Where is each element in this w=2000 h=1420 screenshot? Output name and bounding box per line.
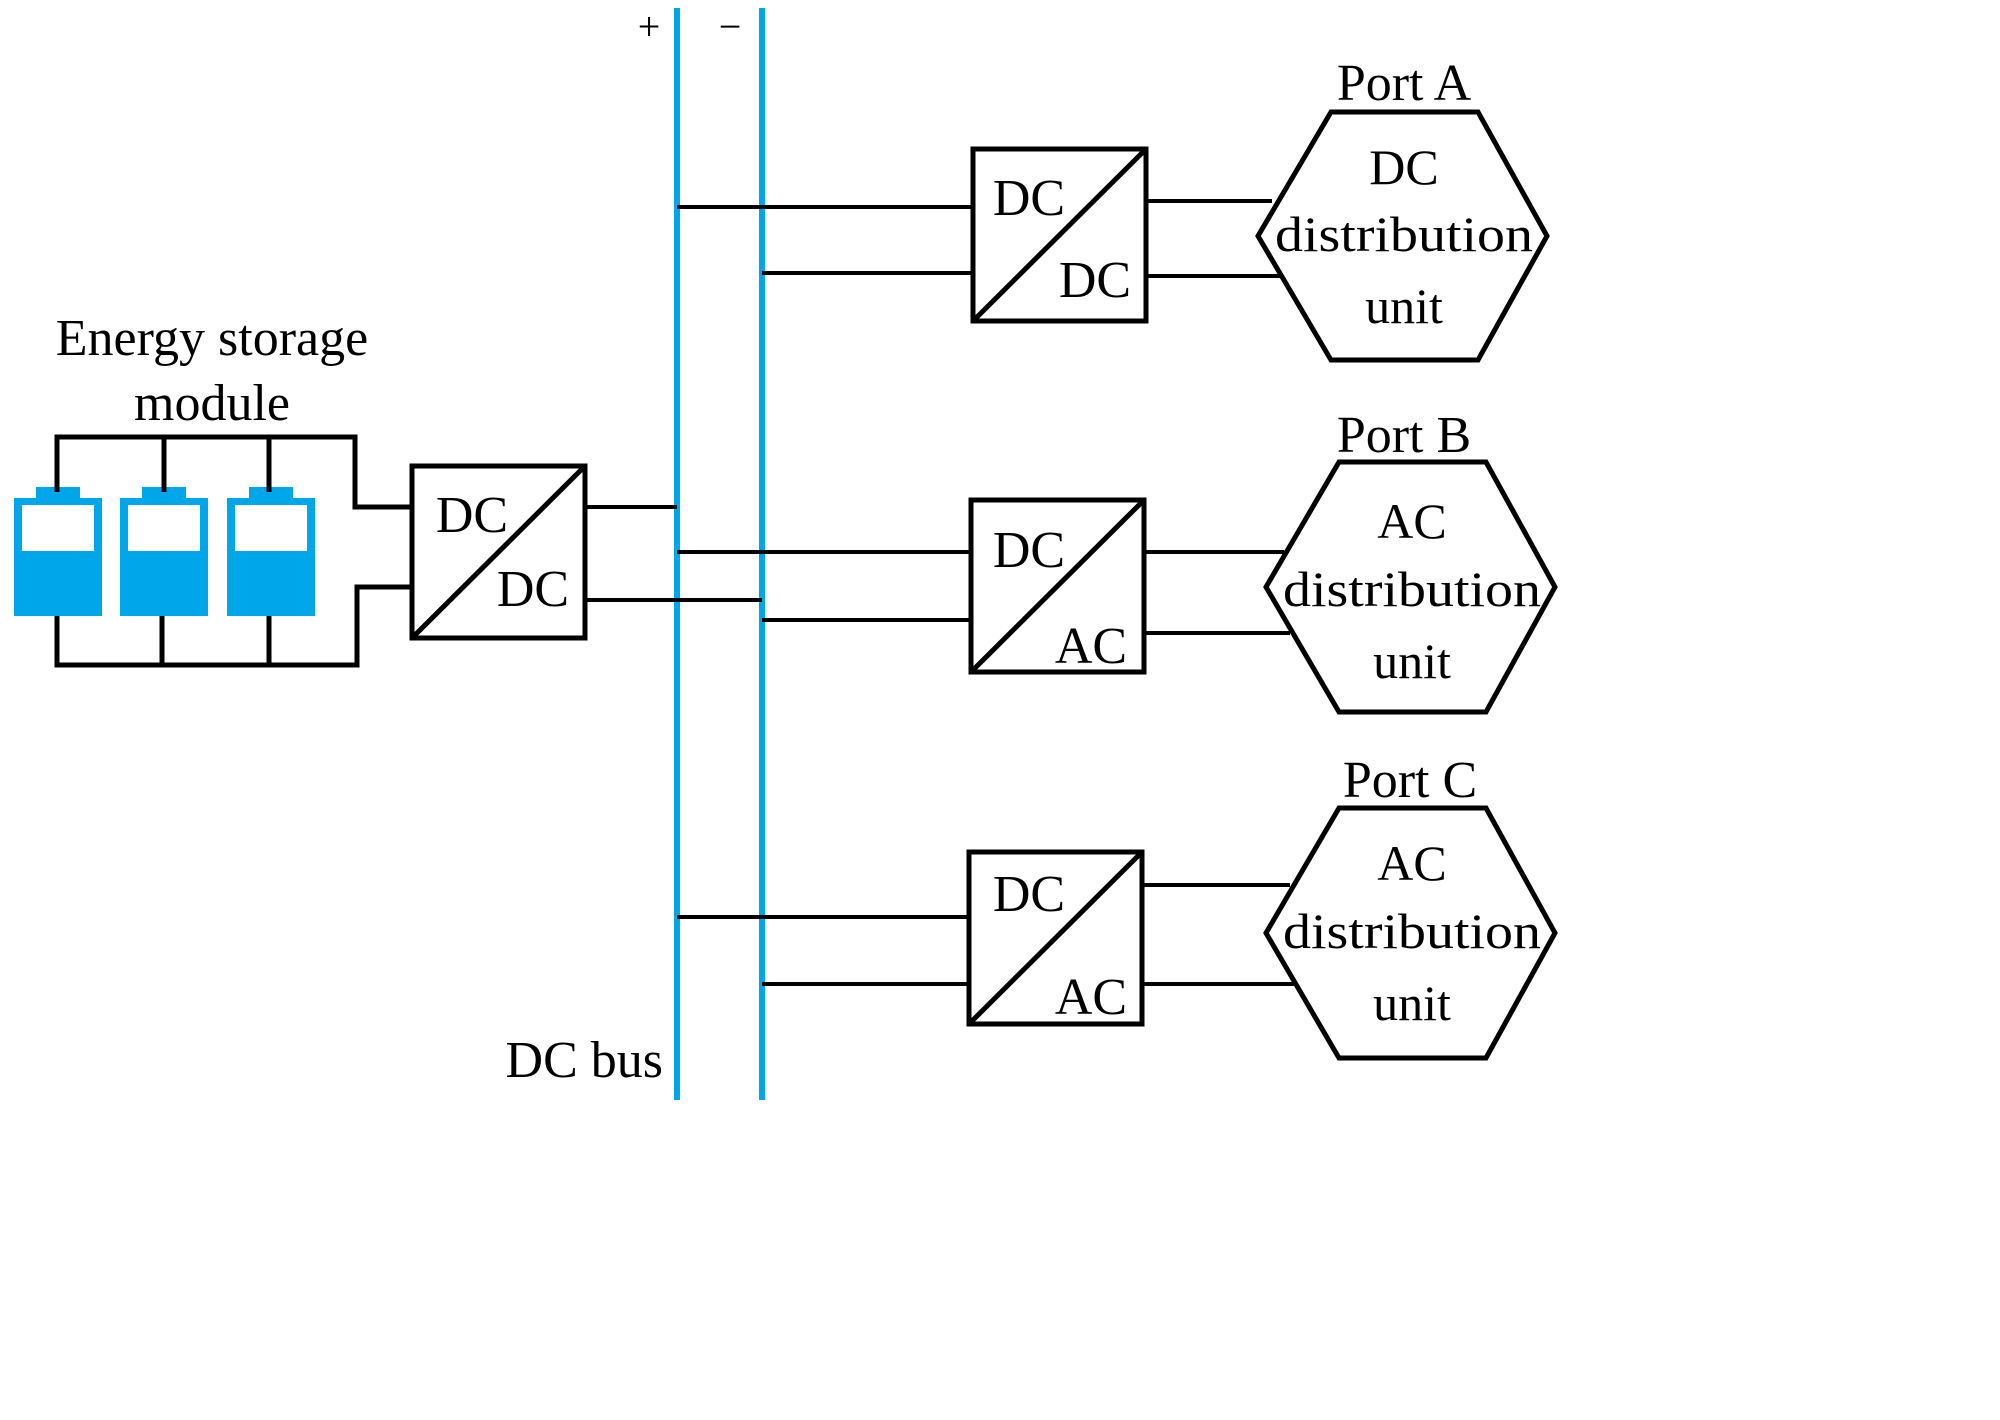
port-c-name: Port C xyxy=(1343,752,1477,809)
port-c-converter-bottom-label: AC xyxy=(1055,969,1127,1026)
storage-converter-diagonal xyxy=(410,464,587,640)
port-a-unit-line2: distribution xyxy=(1275,206,1533,262)
port-c-converter-top-label: DC xyxy=(993,866,1065,923)
storage-converter-top-label: DC xyxy=(436,487,508,544)
port-b-distribution-unit-hexagon xyxy=(1263,459,1558,715)
battery-icon xyxy=(14,487,102,616)
storage-top-wire xyxy=(54,434,412,510)
port-b-unit-line3: unit xyxy=(1373,633,1451,689)
dc-bus-label: DC bus xyxy=(506,1032,663,1089)
port-a-distribution-unit-hexagon xyxy=(1255,109,1550,363)
storage-dc-dc-converter: DC DC xyxy=(409,463,762,641)
port-b-converter-top-label: DC xyxy=(993,522,1065,579)
battery-icon xyxy=(227,487,315,616)
port-a-converter-top-label: DC xyxy=(993,170,1065,227)
battery-icon xyxy=(120,487,208,616)
port-c-unit-line3: unit xyxy=(1373,975,1451,1031)
port-c-converter-diagonal xyxy=(967,850,1144,1026)
storage-bottom-wire xyxy=(54,584,412,668)
port-a-name: Port A xyxy=(1337,55,1472,112)
storage-converter-bottom-label: DC xyxy=(497,561,569,618)
port-b-converter-diagonal xyxy=(969,498,1146,674)
port-a-unit-line1: DC xyxy=(1369,139,1438,195)
port-c-unit-line1: AC xyxy=(1377,835,1446,891)
diagram-canvas: + − DC bus Energy storage module xyxy=(14,4,1558,1100)
energy-storage-label-line1: Energy storage xyxy=(56,310,368,367)
port-c-distribution-unit-hexagon xyxy=(1263,805,1558,1061)
dc-bus-minus-sign: − xyxy=(719,4,742,49)
port-b-converter-bottom-label: AC xyxy=(1055,618,1127,675)
port-a: DC DC Port A DC distribution unit xyxy=(677,55,1550,363)
port-b: DC AC Port B AC distribution unit xyxy=(677,407,1558,715)
energy-storage-module: Energy storage module xyxy=(14,310,412,668)
port-b-unit-line2: distribution xyxy=(1283,561,1541,617)
diagram-svg: + − DC bus Energy storage module xyxy=(14,4,1558,1100)
dc-bus-plus-sign: + xyxy=(638,4,661,49)
port-a-converter-diagonal xyxy=(971,147,1148,323)
energy-storage-label-line2: module xyxy=(134,375,290,432)
port-c: DC AC Port C AC distribution unit xyxy=(677,752,1558,1061)
battery-terminals xyxy=(54,437,272,492)
port-b-unit-line1: AC xyxy=(1377,493,1446,549)
port-c-unit-line2: distribution xyxy=(1283,903,1541,959)
port-b-name: Port B xyxy=(1337,407,1471,464)
port-a-converter-bottom-label: DC xyxy=(1059,252,1131,309)
port-a-unit-line3: unit xyxy=(1365,278,1443,334)
